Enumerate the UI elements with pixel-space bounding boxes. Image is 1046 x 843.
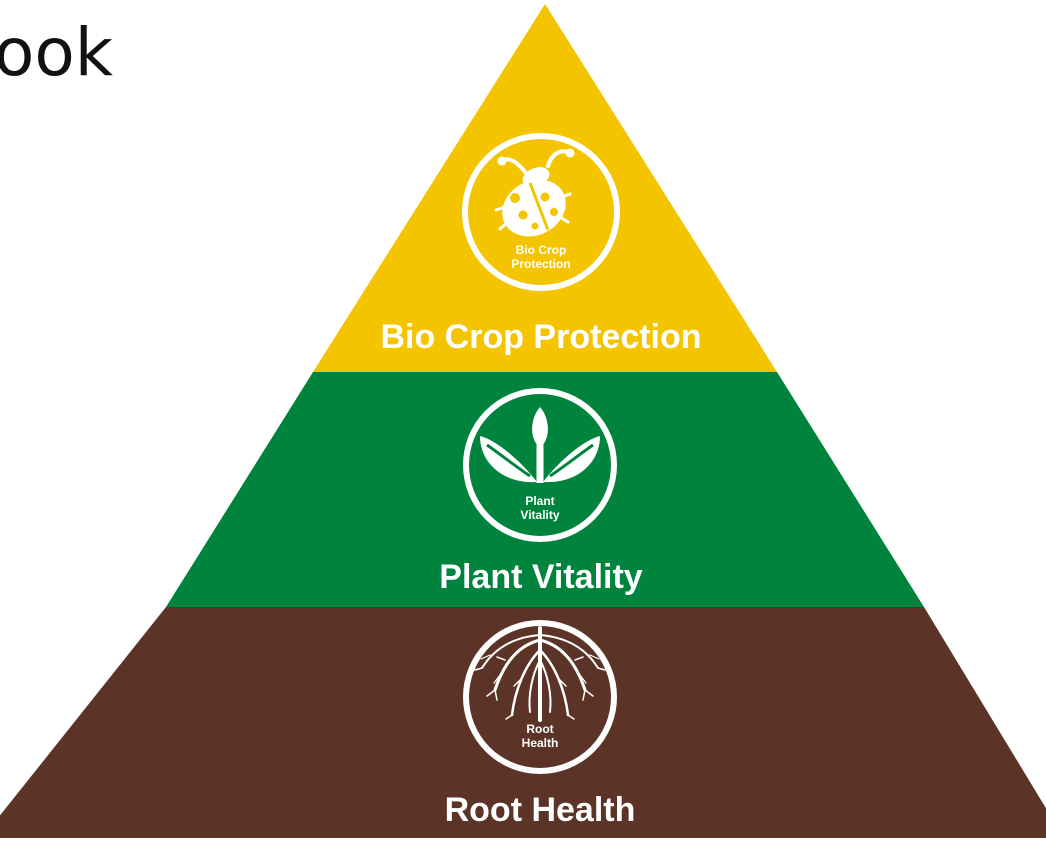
bio-badge-ring	[462, 133, 620, 291]
plant-vitality-badge: Plant Vitality	[463, 388, 617, 542]
tier-root-fill	[0, 607, 1046, 838]
plant-badge-line2: Vitality	[520, 508, 559, 522]
root-health-badge: Root Health	[463, 620, 617, 774]
root-badge-line1: Root	[526, 722, 553, 736]
bio-badge-line1: Bio Crop	[516, 243, 567, 257]
roots-icon	[474, 626, 606, 722]
root-badge-line2: Health	[522, 736, 559, 750]
sprout-icon	[480, 407, 600, 483]
tier-bio-crop-protection: Bio Crop Protection Bio Crop Protection	[313, 4, 777, 372]
tier-plant-vitality: Plant Vitality Plant Vitality	[166, 372, 924, 607]
root-badge-ring	[463, 620, 617, 774]
plant-vitality-title: Plant Vitality	[439, 558, 643, 596]
plant-badge-ring	[463, 388, 617, 542]
root-health-title: Root Health	[445, 791, 636, 829]
bio-crop-protection-title: Bio Crop Protection	[380, 318, 701, 356]
tier-root-health: Root Health Root Health	[0, 607, 1046, 838]
ladybug-icon	[494, 148, 575, 237]
plant-badge-line1: Plant	[525, 494, 554, 508]
bio-badge-line2: Protection	[511, 257, 570, 271]
cropped-heading: ook	[0, 14, 113, 91]
bio-crop-badge: Bio Crop Protection	[462, 133, 620, 291]
tier-plant-fill	[166, 372, 924, 607]
